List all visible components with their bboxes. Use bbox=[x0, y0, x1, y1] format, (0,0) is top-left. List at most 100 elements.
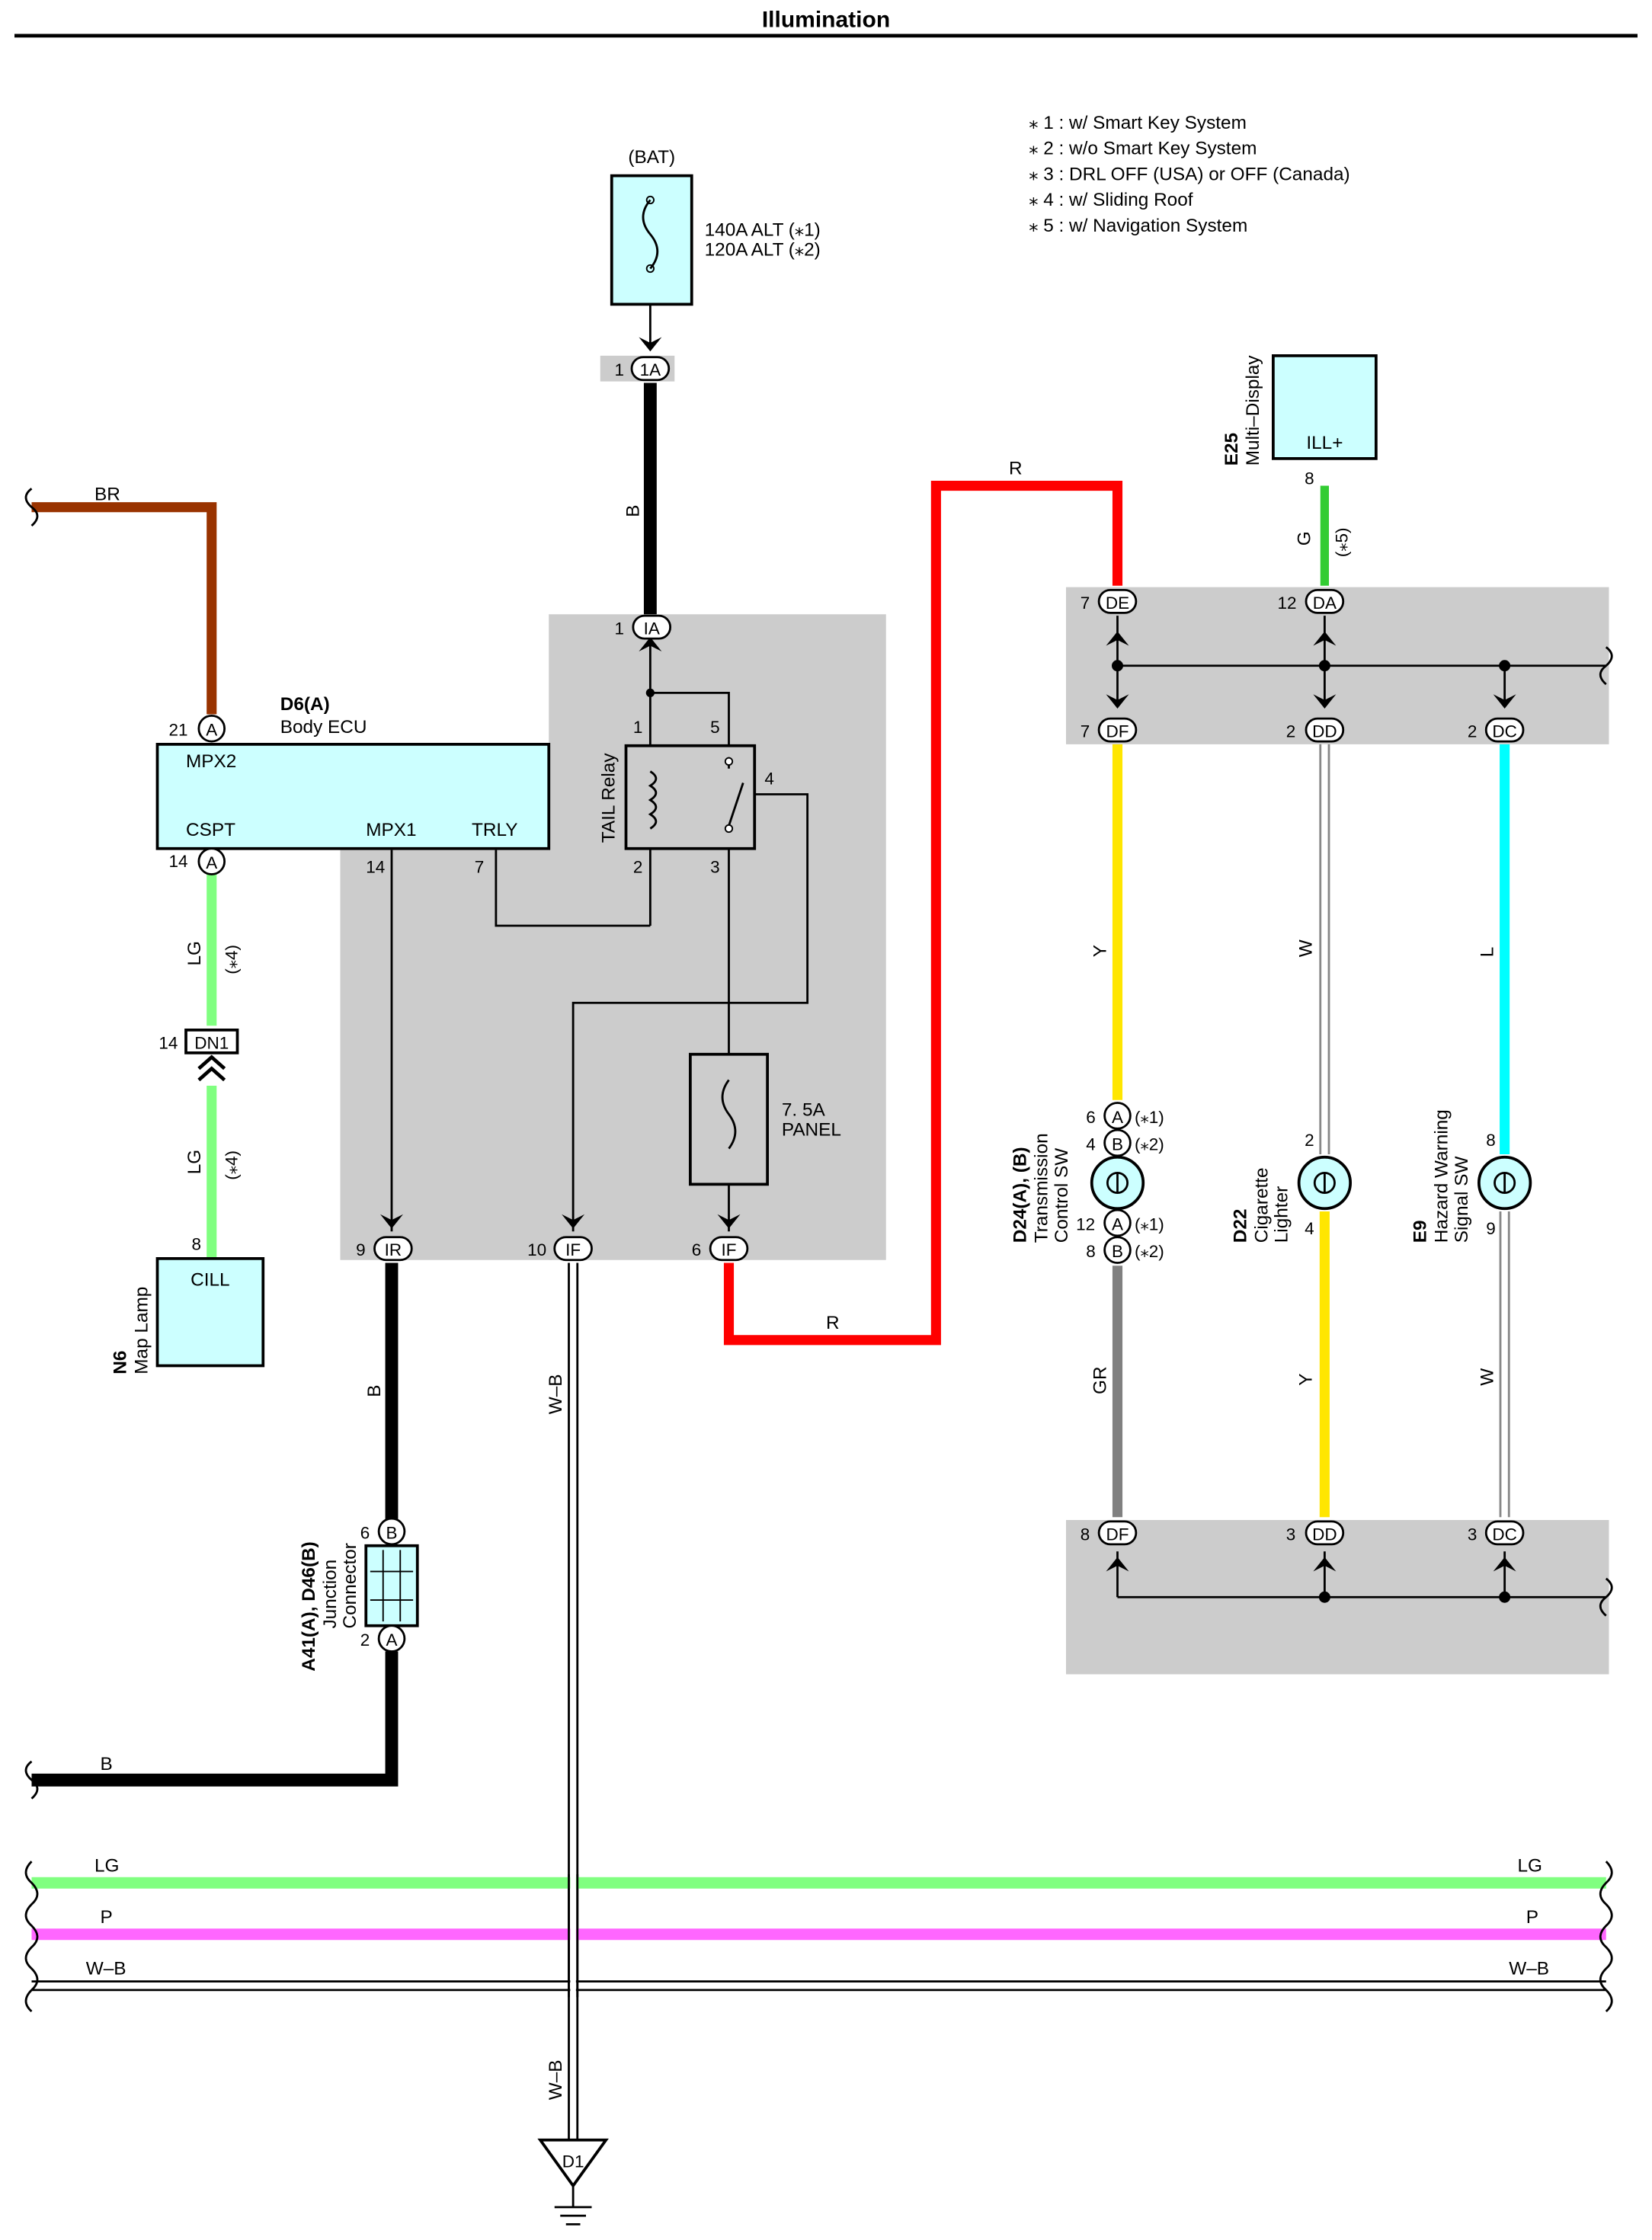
wire-label-w2: W bbox=[1478, 1368, 1498, 1386]
bus-label-lg-left: LG bbox=[94, 1855, 120, 1876]
connector-if-6: IF bbox=[709, 1236, 749, 1262]
pin-9-ir: 9 bbox=[356, 1240, 366, 1259]
connector-df-bottom: DF bbox=[1097, 1520, 1138, 1546]
pin-21: 21 bbox=[169, 721, 188, 740]
pin-12-da: 12 bbox=[1278, 594, 1297, 613]
svg-text:B: B bbox=[1112, 1242, 1123, 1261]
alt-fuse-label-1: 140A ALT (⁎1) bbox=[705, 219, 821, 240]
pin-6-junction: 6 bbox=[360, 1523, 370, 1542]
wire-label-lg2-note: (⁎4) bbox=[223, 1150, 242, 1180]
wire-label-lg1: LG bbox=[184, 941, 205, 966]
wire-label-l: L bbox=[1478, 947, 1498, 958]
note-1: ⁎ 1 : w/ Smart Key System bbox=[1029, 113, 1247, 133]
alt-fuse-label-2: 120A ALT (⁎2) bbox=[705, 240, 821, 261]
battery-label: (BAT) bbox=[628, 147, 675, 168]
relay-pin-1: 1 bbox=[633, 718, 643, 737]
connector-de: DE bbox=[1097, 588, 1138, 614]
svg-text:DA: DA bbox=[1313, 594, 1337, 613]
bus-wire-breaks bbox=[24, 1861, 1613, 2013]
pin-7-de: 7 bbox=[1081, 594, 1090, 613]
fuse-symbol-panel bbox=[721, 1079, 737, 1150]
diagram-title: Illumination bbox=[762, 8, 890, 33]
relay-switch-icon bbox=[728, 782, 744, 827]
hazard-sw-name-1: Hazard Warning bbox=[1432, 1109, 1452, 1243]
wire-label-lg1-note: (⁎4) bbox=[223, 945, 242, 974]
relay-pin-5: 5 bbox=[710, 718, 720, 737]
pin-1a: 1 bbox=[615, 360, 625, 379]
pin-8-map-lamp: 8 bbox=[192, 1235, 202, 1254]
arrow-markers bbox=[380, 337, 1516, 1572]
wire-label-b-low: B bbox=[101, 1754, 113, 1774]
relay-coil-icon bbox=[648, 770, 658, 830]
wire-w-1 bbox=[1321, 744, 1328, 1154]
pin-8-trans: 8 bbox=[1086, 1242, 1096, 1261]
svg-text:IF: IF bbox=[565, 1240, 581, 1259]
bus-label-wb-right: W–B bbox=[1509, 1958, 1549, 1979]
pin-2-dc: 2 bbox=[1468, 722, 1478, 741]
svg-text:A: A bbox=[206, 721, 217, 740]
notes-legend: ⁎ 1 : w/ Smart Key System ⁎ 2 : w/o Smar… bbox=[1029, 113, 1349, 236]
wire-label-lg2: LG bbox=[184, 1150, 205, 1175]
connector-ia: IA bbox=[632, 614, 672, 640]
connector-trans-a-bottom bbox=[1103, 1208, 1132, 1237]
connector-trans-a-top bbox=[1103, 1102, 1132, 1130]
terminal-trly: TRLY bbox=[472, 820, 517, 840]
connector-da: DA bbox=[1305, 588, 1345, 614]
svg-text:DD: DD bbox=[1312, 722, 1337, 741]
map-lamp-terminal: CILL bbox=[190, 1270, 229, 1291]
wire-label-wb-ground: W–B bbox=[546, 2059, 566, 2100]
tail-relay-label: TAIL Relay bbox=[599, 753, 620, 843]
pin-8-multi-display: 8 bbox=[1305, 469, 1314, 488]
pin-14-dn1: 14 bbox=[158, 1033, 178, 1052]
bus-label-lg-right: LG bbox=[1518, 1855, 1543, 1876]
wire-br bbox=[31, 502, 217, 715]
wire-label-br: BR bbox=[94, 484, 120, 504]
svg-text:DC: DC bbox=[1492, 722, 1517, 741]
hazard-sw-name-2: Signal SW bbox=[1452, 1157, 1472, 1243]
svg-text:D1: D1 bbox=[562, 2152, 584, 2171]
pin-8-hazard: 8 bbox=[1486, 1131, 1496, 1150]
trans-sw-name-1: Transmission bbox=[1032, 1133, 1052, 1243]
pin-ia: 1 bbox=[615, 619, 625, 638]
wire-label-gr: GR bbox=[1090, 1366, 1111, 1394]
hazard-sw-code: E9 bbox=[1410, 1220, 1431, 1243]
wire-break-top-bus bbox=[1599, 646, 1613, 686]
svg-text:IR: IR bbox=[385, 1240, 402, 1259]
relay-pin-2: 2 bbox=[633, 858, 643, 877]
wire-label-y1: Y bbox=[1090, 945, 1111, 957]
splice-2 bbox=[1318, 660, 1330, 672]
pin-7-trly: 7 bbox=[475, 858, 485, 877]
connector-ir: IR bbox=[373, 1236, 413, 1262]
svg-text:A: A bbox=[1112, 1108, 1123, 1127]
wire-label-w1: W bbox=[1296, 939, 1317, 957]
junction-connector-name-2: Connector bbox=[340, 1543, 360, 1628]
connector-dc-top: DC bbox=[1484, 717, 1525, 743]
panel-fuse-amps: 7. 5A bbox=[782, 1099, 826, 1120]
wire-label-b-top: B bbox=[623, 504, 643, 517]
connector-ecu-a-bottom bbox=[197, 847, 226, 875]
relay-pin-3: 3 bbox=[710, 858, 720, 877]
note-4: ⁎ 4 : w/ Sliding Roof bbox=[1029, 190, 1193, 210]
splice-1 bbox=[1112, 660, 1123, 672]
pin-14-cspt: 14 bbox=[169, 852, 188, 871]
trans-sw-name-2: Control SW bbox=[1052, 1148, 1072, 1243]
bus-label-wb-left: W–B bbox=[86, 1958, 126, 1979]
relay-pin-4: 4 bbox=[764, 769, 774, 788]
multi-display-terminal: ILL+ bbox=[1306, 433, 1343, 453]
connector-if-10: IF bbox=[553, 1236, 593, 1262]
wire-label-wb-mid: W–B bbox=[546, 1374, 566, 1414]
junction-connector-grid bbox=[370, 1550, 414, 1622]
svg-text:A: A bbox=[206, 853, 217, 872]
bus-label-p-right: P bbox=[1526, 1907, 1538, 1928]
note-3: ⁎ 3 : DRL OFF (USA) or OFF (Canada) bbox=[1029, 164, 1349, 184]
junction-connector-name-1: Junction bbox=[320, 1560, 341, 1629]
connector-trans-b-bottom bbox=[1103, 1236, 1132, 1264]
ground-icon bbox=[554, 2185, 592, 2226]
pin-2-junction: 2 bbox=[360, 1630, 370, 1650]
svg-text:B: B bbox=[1112, 1134, 1123, 1154]
trans-note-3: (⁎1) bbox=[1135, 1214, 1164, 1234]
pin-3-dd: 3 bbox=[1286, 1525, 1296, 1544]
svg-text:A: A bbox=[386, 1630, 397, 1650]
svg-text:B: B bbox=[386, 1523, 397, 1542]
cig-lighter-code: D22 bbox=[1230, 1209, 1250, 1243]
